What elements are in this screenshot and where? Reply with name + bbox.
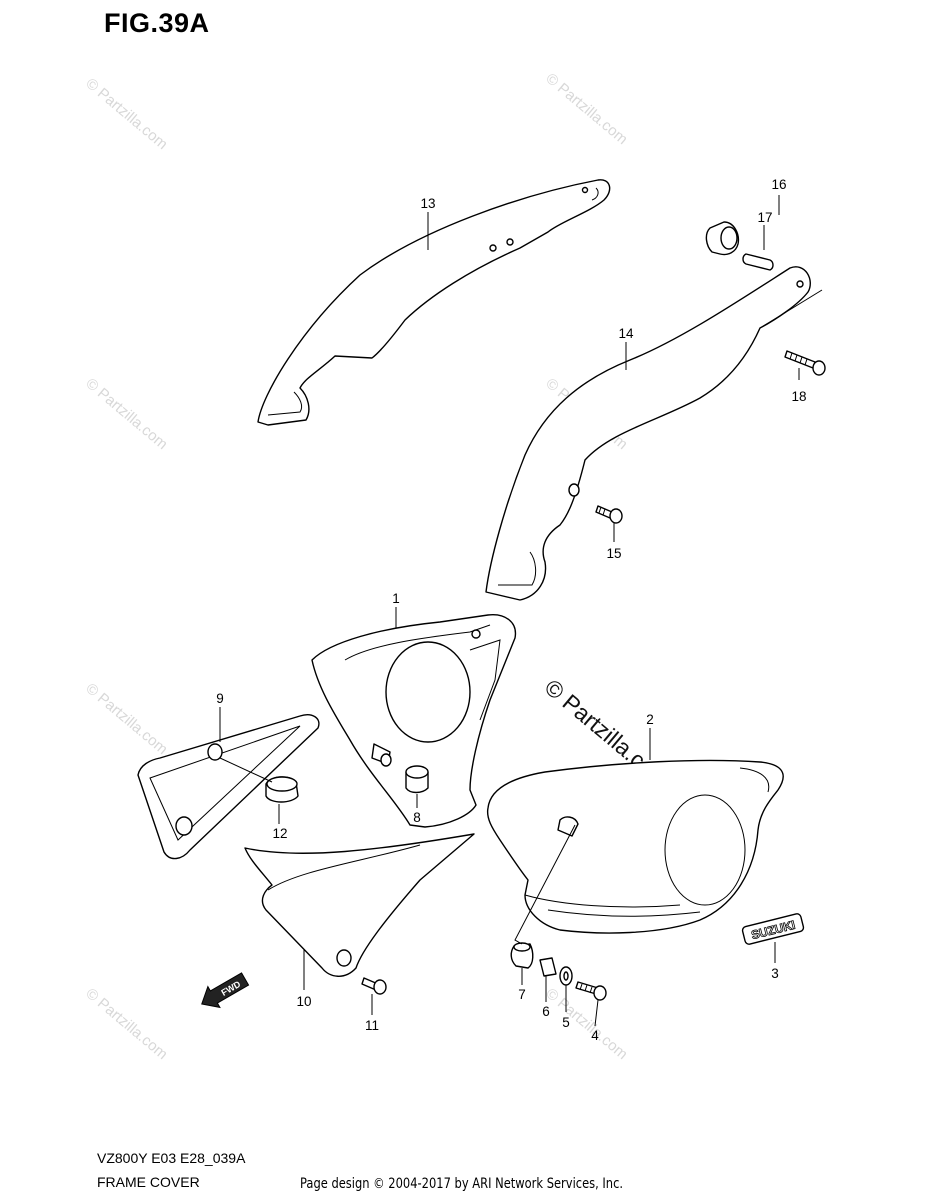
callout-3: 3 bbox=[771, 966, 779, 981]
part-13-frame-cover-upper bbox=[257, 179, 611, 426]
copyright-credit: Page design © 2004-2017 by ARI Network S… bbox=[300, 1176, 624, 1192]
part-2-frame-cover bbox=[486, 759, 784, 934]
callout-7: 7 bbox=[518, 987, 526, 1002]
callout-10: 10 bbox=[296, 994, 311, 1009]
part-4-bolt bbox=[575, 981, 607, 1001]
callout-4: 4 bbox=[591, 1028, 599, 1043]
callout-18: 18 bbox=[791, 389, 806, 404]
callout-6: 6 bbox=[542, 1004, 550, 1019]
callout-14: 14 bbox=[618, 326, 634, 341]
callout-1: 1 bbox=[392, 591, 400, 606]
callout-5: 5 bbox=[562, 1015, 570, 1030]
callout-8: 8 bbox=[413, 810, 421, 825]
fwd-arrow-icon: FWD bbox=[201, 972, 250, 1009]
model-code: VZ800Y E03 E28_039A bbox=[97, 1150, 246, 1166]
figure-label: FIG.39A bbox=[104, 8, 210, 38]
part-18-screw bbox=[784, 350, 826, 376]
part-9-side-panel bbox=[137, 714, 320, 860]
part-15-screw bbox=[595, 505, 623, 524]
watermark: © Partzilla.com bbox=[542, 985, 630, 1063]
watermark: © Partzilla.com bbox=[82, 375, 170, 453]
watermark: © Partzilla.com bbox=[82, 75, 170, 153]
callout-16: 16 bbox=[771, 177, 786, 192]
watermark: © Partzilla.com bbox=[542, 70, 630, 148]
part-6-collar bbox=[539, 957, 557, 977]
part-5-washer bbox=[559, 966, 573, 986]
watermark: © Partzilla.com bbox=[82, 985, 170, 1063]
callout-17: 17 bbox=[757, 210, 772, 225]
diagram-caption: FRAME COVER bbox=[97, 1174, 200, 1190]
part-7-grommet bbox=[510, 942, 534, 969]
callout-11: 11 bbox=[365, 1018, 379, 1033]
part-1-frame-cover-bracket bbox=[311, 614, 517, 828]
part-17-collar bbox=[742, 253, 774, 271]
leader-lines bbox=[219, 195, 800, 1027]
part-3-emblem: SUZUKI bbox=[741, 913, 805, 945]
part-14-frame-cover-lower bbox=[485, 266, 823, 601]
callout-13: 13 bbox=[420, 196, 435, 211]
callout-2: 2 bbox=[646, 712, 654, 727]
callout-9: 9 bbox=[216, 691, 224, 706]
part-11-screw bbox=[361, 977, 387, 995]
callout-12: 12 bbox=[272, 826, 287, 841]
part-12-grommet bbox=[265, 776, 299, 803]
part-16-grommet bbox=[705, 221, 740, 256]
part-8-grommet bbox=[405, 765, 429, 794]
watermark: © Partzilla.com bbox=[82, 680, 170, 758]
callout-numbers: 13 16 17 14 18 15 1 2 9 12 8 10 11 3 7 6… bbox=[216, 177, 806, 1043]
part-10-lower-panel bbox=[244, 833, 475, 977]
callout-15: 15 bbox=[606, 546, 621, 561]
